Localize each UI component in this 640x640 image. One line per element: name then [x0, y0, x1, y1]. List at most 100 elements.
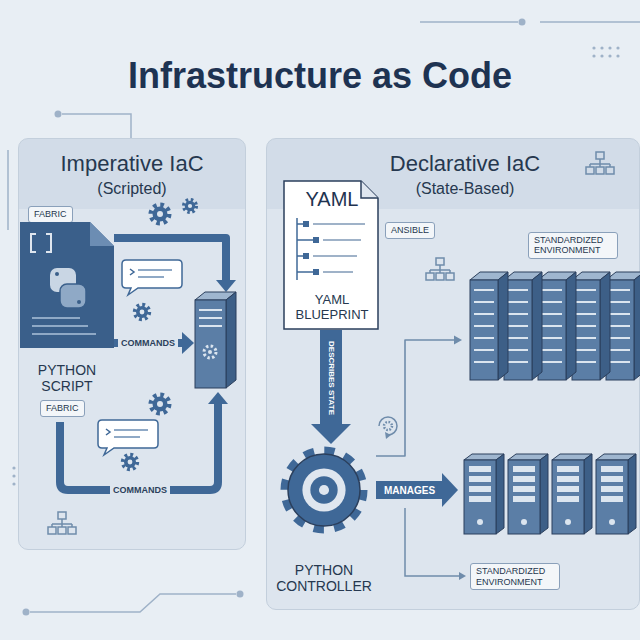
circuit-dot [616, 46, 619, 49]
rack-slot [542, 325, 562, 327]
server-gear-hub [208, 350, 212, 354]
rack-slot [508, 301, 528, 303]
rack-slot [474, 337, 494, 339]
tool-name: FABRIC [34, 209, 67, 220]
panel-subheading: (Scripted) [97, 180, 166, 198]
yaml-line [323, 271, 353, 273]
tower-bay [513, 476, 535, 482]
gear-body [136, 306, 148, 318]
code-line [32, 317, 80, 319]
rack-side [634, 272, 640, 380]
rack-slot [474, 361, 494, 363]
tower-bay [513, 496, 535, 502]
document-fold [90, 222, 114, 246]
server-rack [572, 272, 610, 380]
tower-side [584, 454, 592, 534]
gear-hole [140, 310, 145, 315]
rack-side [498, 272, 508, 380]
server-tower [552, 454, 592, 534]
tower-front [508, 460, 540, 534]
circuit-dots [12, 19, 619, 616]
circuit-dot [600, 46, 603, 49]
circuit-dot [519, 19, 526, 26]
tower-side [628, 454, 636, 534]
code-line [114, 436, 140, 438]
code-line [138, 276, 164, 278]
server-icon [195, 292, 236, 388]
circuit-line [420, 21, 518, 23]
yaml-document: YAMLYAML BLUEPRINT [283, 180, 379, 330]
tower-bay [469, 466, 491, 472]
tree-node [303, 253, 309, 259]
code-line [138, 269, 172, 271]
gear-body [153, 207, 168, 222]
tower-bay [469, 496, 491, 502]
environment-tag: STANDARDIZED ENVIRONMENT [528, 232, 618, 259]
rack-slot [508, 361, 528, 363]
script-document: PYTHON SCRIPT [20, 222, 114, 394]
tree-branch [297, 255, 303, 257]
tower-bay [557, 466, 579, 472]
server-front [195, 300, 226, 388]
circuit-dot [608, 54, 611, 57]
tree-trunk [296, 218, 298, 280]
gear-hole [157, 401, 163, 407]
tower-bay [557, 476, 579, 482]
tree-node [313, 269, 319, 275]
tower-light [477, 519, 483, 525]
rack-slot [576, 349, 596, 351]
tower-front [596, 460, 628, 534]
tower-bay [469, 476, 491, 482]
rack-slot [610, 301, 630, 303]
rack-slot [576, 301, 596, 303]
server-tower [596, 454, 636, 534]
circuit-dot [12, 482, 15, 485]
connector-shaft [320, 330, 342, 425]
rack-slot [542, 313, 562, 315]
rack-slot [542, 349, 562, 351]
environment-tag: STANDARDIZED ENVIRONMENT [470, 563, 560, 590]
tower-bay [601, 486, 623, 492]
code-line [114, 429, 148, 431]
tree-node [303, 221, 309, 227]
document-label: PYTHON SCRIPT [20, 362, 114, 394]
tower-side [540, 454, 548, 534]
tower-front [552, 460, 584, 534]
panel-heading: Declarative IaC [390, 151, 540, 176]
yaml-line [323, 239, 361, 241]
server-rack [606, 272, 640, 380]
rack-slot [508, 325, 528, 327]
rack-slot [576, 337, 596, 339]
document-type: YAML [291, 188, 373, 211]
gear-core [310, 476, 337, 503]
document-shape [20, 222, 114, 348]
rack-slot [610, 289, 630, 291]
circuit-lines [8, 22, 640, 612]
rack-slot [610, 361, 630, 363]
gear-body [124, 456, 136, 468]
rack-side [600, 272, 610, 380]
tree-branch [297, 271, 313, 273]
server-group: STANDARDIZED ENVIRONMENT [462, 230, 640, 395]
panel-heading: Imperative IaC [60, 151, 203, 176]
rack-slot [542, 289, 562, 291]
circuit-dot [12, 474, 15, 477]
gear-body [185, 201, 196, 212]
gear-teeth [285, 451, 363, 529]
edge-label: DESCRIBES STATE [327, 339, 336, 417]
arrow-label: COMMANDS [118, 337, 178, 350]
rack-slot [610, 349, 630, 351]
gear-body [288, 454, 360, 526]
controller-label: PYTHON CONTROLLER [272, 562, 376, 594]
server-rack [504, 272, 542, 380]
yaml-line [313, 223, 365, 225]
prompt-glyph [130, 269, 134, 275]
python-logo-eye [77, 300, 81, 304]
tower-light [565, 519, 571, 525]
server-slot [199, 325, 222, 327]
circuit-dot [23, 609, 30, 616]
server-tower [508, 454, 548, 534]
server-slot [199, 317, 222, 319]
rack-slot [508, 337, 528, 339]
